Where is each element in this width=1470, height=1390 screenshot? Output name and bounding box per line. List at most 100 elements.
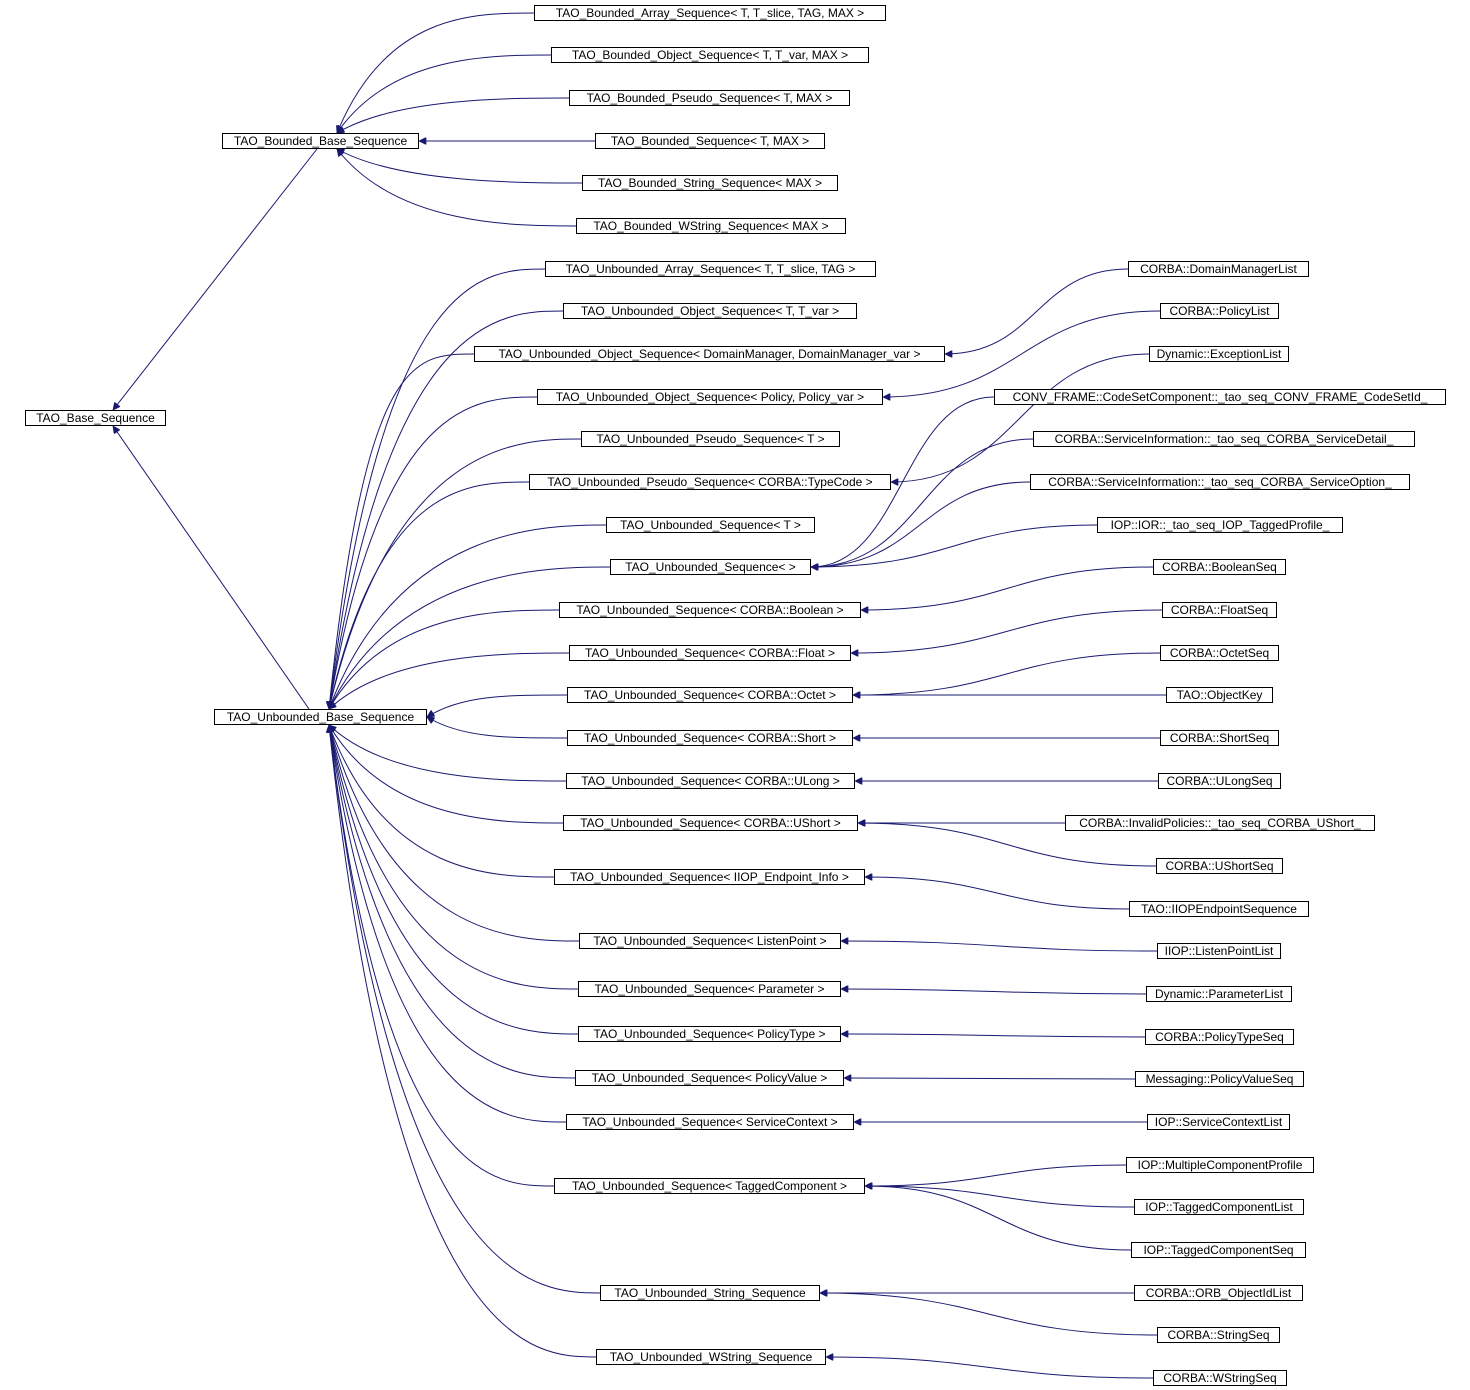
class-node-r11[interactable]: TAO::ObjectKey xyxy=(1166,687,1273,703)
class-node-u4[interactable]: TAO_Unbounded_Object_Sequence< Policy, P… xyxy=(537,389,883,405)
class-node-u10[interactable]: TAO_Unbounded_Sequence< CORBA::Float > xyxy=(569,645,851,661)
class-node-r10[interactable]: CORBA::OctetSeq xyxy=(1160,645,1279,661)
class-node-u12[interactable]: TAO_Unbounded_Sequence< CORBA::Short > xyxy=(567,730,853,746)
inheritance-edge-r15-to-u14 xyxy=(858,823,1157,867)
inheritance-edge-r19-to-u18 xyxy=(841,1034,1146,1037)
class-node-r17[interactable]: IIOP::ListenPointList xyxy=(1157,943,1281,959)
class-node-b3[interactable]: TAO_Bounded_Pseudo_Sequence< T, MAX > xyxy=(569,90,850,106)
inheritance-edge-b5-to-bbase xyxy=(337,148,583,184)
inheritance-edge-r27-to-u23 xyxy=(826,1357,1154,1379)
class-node-u18[interactable]: TAO_Unbounded_Sequence< PolicyType > xyxy=(578,1026,841,1042)
class-node-r27[interactable]: CORBA::WStringSeq xyxy=(1153,1370,1287,1386)
inheritance-edge-r5-to-u8 xyxy=(811,438,1034,567)
class-node-r20[interactable]: Messaging::PolicyValueSeq xyxy=(1135,1071,1304,1087)
class-node-r6[interactable]: CORBA::ServiceInformation::_tao_seq_CORB… xyxy=(1030,474,1410,490)
inheritance-edge-r26-to-u22 xyxy=(820,1293,1158,1336)
class-node-r15[interactable]: CORBA::UShortSeq xyxy=(1156,858,1283,874)
class-node-u2[interactable]: TAO_Unbounded_Object_Sequence< T, T_var … xyxy=(563,303,857,319)
inheritance-edge-u1-to-ubase xyxy=(329,268,546,709)
inheritance-edge-r4-to-u8 xyxy=(811,396,995,567)
class-node-r2[interactable]: CORBA::PolicyList xyxy=(1160,303,1279,319)
class-node-u11[interactable]: TAO_Unbounded_Sequence< CORBA::Octet > xyxy=(567,687,853,703)
inheritance-edge-r2-to-u4 xyxy=(883,310,1161,397)
class-node-u16[interactable]: TAO_Unbounded_Sequence< ListenPoint > xyxy=(579,933,841,949)
class-node-b2[interactable]: TAO_Bounded_Object_Sequence< T, T_var, M… xyxy=(551,47,869,63)
inheritance-edge-r9-to-u10 xyxy=(851,609,1163,653)
inheritance-edge-u16-to-ubase xyxy=(329,725,580,942)
class-node-r25[interactable]: CORBA::ORB_ObjectIdList xyxy=(1134,1285,1303,1301)
class-node-r16[interactable]: TAO::IIOPEndpointSequence xyxy=(1129,901,1309,917)
class-node-u15[interactable]: TAO_Unbounded_Sequence< IIOP_Endpoint_In… xyxy=(554,869,865,885)
class-node-u7[interactable]: TAO_Unbounded_Sequence< T > xyxy=(606,517,815,533)
class-node-u21[interactable]: TAO_Unbounded_Sequence< TaggedComponent … xyxy=(554,1178,865,1194)
inheritance-edge-r1-to-u3 xyxy=(945,268,1129,354)
class-node-r14[interactable]: CORBA::InvalidPolicies::_tao_seq_CORBA_U… xyxy=(1065,815,1375,831)
inheritance-edge-u9-to-ubase xyxy=(328,609,560,709)
inheritance-edge-r10-to-u11 xyxy=(853,652,1161,695)
class-node-base[interactable]: TAO_Base_Sequence xyxy=(25,410,166,426)
class-node-r23[interactable]: IOP::TaggedComponentList xyxy=(1134,1199,1304,1215)
class-node-r26[interactable]: CORBA::StringSeq xyxy=(1157,1327,1280,1343)
inheritance-edge-b1-to-bbase xyxy=(337,12,535,133)
class-node-r1[interactable]: CORBA::DomainManagerList xyxy=(1128,261,1309,277)
class-node-r4[interactable]: CONV_FRAME::CodeSetComponent::_tao_seq_C… xyxy=(994,389,1446,405)
inheritance-edge-u2-to-ubase xyxy=(329,310,564,709)
inheritance-edge-u10-to-ubase xyxy=(329,652,570,709)
class-node-u20[interactable]: TAO_Unbounded_Sequence< ServiceContext > xyxy=(566,1114,854,1130)
class-node-u6[interactable]: TAO_Unbounded_Pseudo_Sequence< CORBA::Ty… xyxy=(529,474,891,490)
inheritance-edge-u20-to-ubase xyxy=(329,725,567,1123)
class-node-u13[interactable]: TAO_Unbounded_Sequence< CORBA::ULong > xyxy=(566,773,855,789)
class-node-b1[interactable]: TAO_Bounded_Array_Sequence< T, T_slice, … xyxy=(534,5,886,21)
inheritance-edge-u8-to-ubase xyxy=(328,566,611,709)
class-node-r8[interactable]: CORBA::BooleanSeq xyxy=(1153,559,1286,575)
inheritance-edge-u23-to-ubase xyxy=(329,725,597,1358)
class-node-bbase[interactable]: TAO_Bounded_Base_Sequence xyxy=(222,133,419,149)
inheritance-edge-u19-to-ubase xyxy=(329,725,576,1079)
inheritance-edge-u3-to-ubase xyxy=(329,353,475,709)
inheritance-edge-b6-to-bbase xyxy=(337,149,577,227)
class-node-u3[interactable]: TAO_Unbounded_Object_Sequence< DomainMan… xyxy=(474,346,945,362)
class-node-r22[interactable]: IOP::MultipleComponentProfile xyxy=(1126,1157,1314,1173)
inheritance-edge-b2-to-bbase xyxy=(337,54,552,133)
class-node-b5[interactable]: TAO_Bounded_String_Sequence< MAX > xyxy=(582,175,838,191)
class-node-u1[interactable]: TAO_Unbounded_Array_Sequence< T, T_slice… xyxy=(545,261,876,277)
class-node-r21[interactable]: IOP::ServiceContextList xyxy=(1147,1114,1290,1130)
class-node-ubase[interactable]: TAO_Unbounded_Base_Sequence xyxy=(214,709,427,725)
class-node-u17[interactable]: TAO_Unbounded_Sequence< Parameter > xyxy=(578,981,841,997)
inheritance-edge-bbase-to-base xyxy=(113,148,318,410)
class-node-u22[interactable]: TAO_Unbounded_String_Sequence xyxy=(600,1285,820,1301)
inheritance-edge-ubase-to-base xyxy=(113,426,310,710)
class-node-r19[interactable]: CORBA::PolicyTypeSeq xyxy=(1145,1029,1294,1045)
class-node-r12[interactable]: CORBA::ShortSeq xyxy=(1160,730,1279,746)
inheritance-edge-r23-to-u21 xyxy=(865,1186,1135,1208)
class-node-b4[interactable]: TAO_Bounded_Sequence< T, MAX > xyxy=(595,133,825,149)
class-node-r24[interactable]: IOP::TaggedComponentSeq xyxy=(1131,1242,1306,1258)
class-node-u5[interactable]: TAO_Unbounded_Pseudo_Sequence< T > xyxy=(581,431,840,447)
inheritance-edge-r8-to-u9 xyxy=(861,566,1154,610)
inheritance-edge-u17-to-ubase xyxy=(329,725,579,990)
inheritance-edge-r24-to-u21 xyxy=(865,1186,1132,1251)
class-node-r9[interactable]: CORBA::FloatSeq xyxy=(1162,602,1277,618)
class-node-u14[interactable]: TAO_Unbounded_Sequence< CORBA::UShort > xyxy=(563,815,858,831)
class-node-u19[interactable]: TAO_Unbounded_Sequence< PolicyValue > xyxy=(575,1070,844,1086)
class-node-r7[interactable]: IOP::IOR::_tao_seq_IOP_TaggedProfile_ xyxy=(1097,517,1343,533)
class-node-r13[interactable]: CORBA::ULongSeq xyxy=(1158,773,1281,789)
inheritance-edge-u13-to-ubase xyxy=(329,725,567,782)
class-node-r5[interactable]: CORBA::ServiceInformation::_tao_seq_CORB… xyxy=(1033,431,1415,447)
class-node-r18[interactable]: Dynamic::ParameterList xyxy=(1146,986,1292,1002)
inheritance-edge-r16-to-u15 xyxy=(865,877,1130,910)
class-node-u23[interactable]: TAO_Unbounded_WString_Sequence xyxy=(596,1349,826,1365)
inheritance-edge-u4-to-ubase xyxy=(329,396,538,709)
inheritance-edge-u11-to-ubase xyxy=(427,694,568,718)
class-node-r3[interactable]: Dynamic::ExceptionList xyxy=(1149,346,1289,362)
inheritance-edge-u15-to-ubase xyxy=(329,725,555,878)
inheritance-edge-r7-to-u8 xyxy=(811,524,1098,567)
class-node-u8[interactable]: TAO_Unbounded_Sequence< > xyxy=(610,559,811,575)
inheritance-edge-r17-to-u16 xyxy=(841,941,1158,952)
class-node-b6[interactable]: TAO_Bounded_WString_Sequence< MAX > xyxy=(576,218,846,234)
inheritance-edge-u6-to-ubase xyxy=(329,481,530,709)
inheritance-edge-u21-to-ubase xyxy=(329,725,555,1187)
class-node-u9[interactable]: TAO_Unbounded_Sequence< CORBA::Boolean > xyxy=(559,602,861,618)
